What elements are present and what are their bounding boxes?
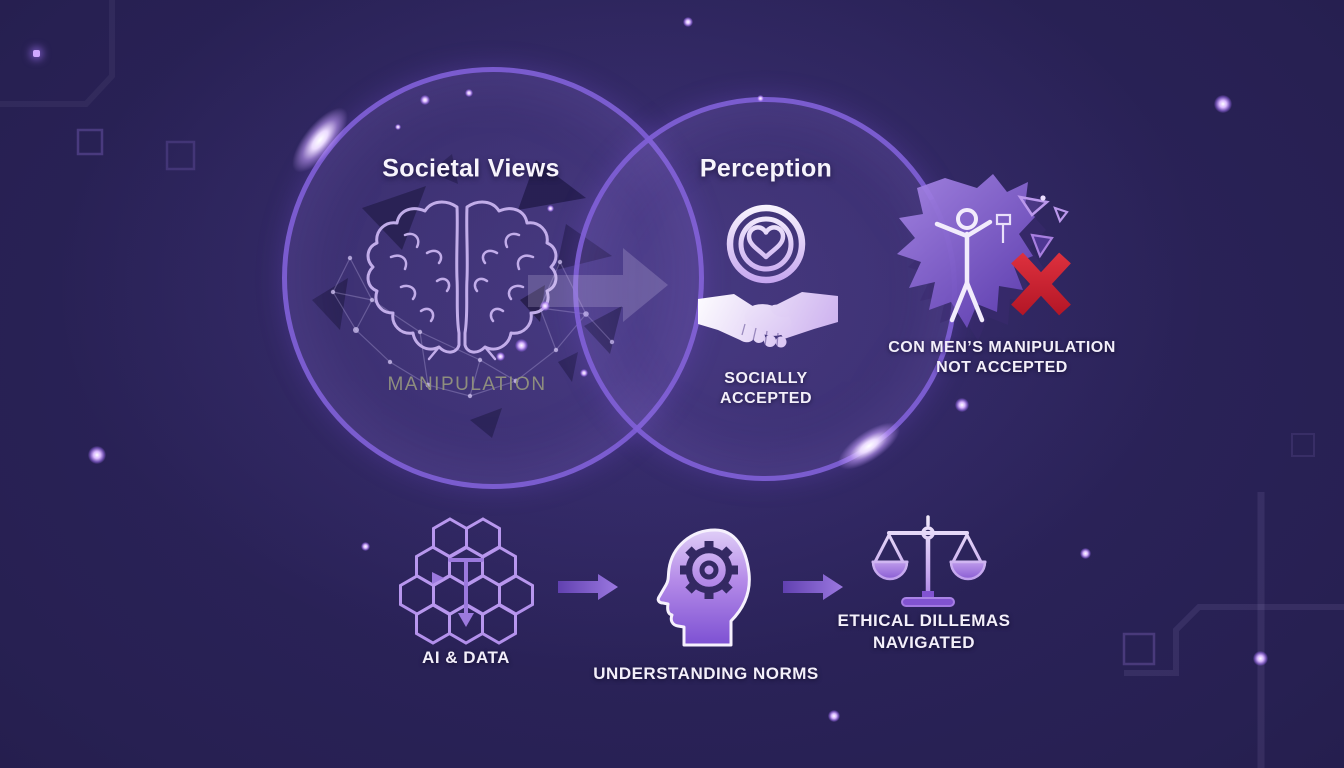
circuit-square <box>76 128 104 156</box>
person-figure <box>934 208 993 323</box>
manipulation-caption: MANIPULATION <box>387 374 547 395</box>
scales-of-justice-icon <box>871 515 987 607</box>
venn-circle-perception <box>573 97 957 481</box>
flow-arrow-icon <box>783 574 843 600</box>
flow-step1-label: AI & DATA <box>422 647 510 669</box>
label-line: AI & DATA <box>422 648 510 667</box>
circuit-trace <box>0 0 115 107</box>
socially-accepted-caption: SOCIALLY ACCEPTED <box>720 369 812 410</box>
not-accepted-caption: CON MEN’S MANIPULATION NOT ACCEPTED <box>888 338 1116 379</box>
circuit-square <box>1291 433 1315 457</box>
label-line: NAVIGATED <box>872 632 976 652</box>
caption-line: SOCIALLY <box>724 370 808 387</box>
heart-badge-icon <box>726 204 806 284</box>
sparkle-dot <box>33 50 40 57</box>
label-line: UNDERSTANDING NORMS <box>593 664 819 683</box>
circuit-trace <box>1124 604 1344 676</box>
caption-line: ACCEPTED <box>719 390 813 408</box>
circuit-square <box>1122 632 1156 666</box>
right-circle-title: Perception <box>699 154 833 183</box>
left-circle-title: Societal Views <box>382 154 560 183</box>
transition-arrow-icon <box>528 248 668 322</box>
label-line: ETHICAL DILLEMAS <box>837 611 1011 630</box>
flow-step2-label: UNDERSTANDING NORMS <box>593 663 818 685</box>
hexagon-data-icon <box>399 517 534 645</box>
caption-line: CON MEN’S MANIPULATION <box>888 339 1116 356</box>
held-object <box>995 213 1012 243</box>
x-mark-icon <box>1011 252 1071 316</box>
circuit-square <box>165 140 196 171</box>
handshake-icon <box>698 292 838 348</box>
head-gear-icon <box>656 528 751 647</box>
flow-step3-label: ETHICAL DILLEMAS NAVIGATED <box>838 610 1011 654</box>
triangle-shards <box>1017 195 1069 259</box>
caption-line: NOT ACCEPTED <box>936 359 1068 377</box>
gear-glyph <box>680 541 738 599</box>
flow-arrow-icon <box>558 574 618 600</box>
hexagon-arrow <box>432 558 484 627</box>
shattered-person-icon <box>897 174 1069 341</box>
